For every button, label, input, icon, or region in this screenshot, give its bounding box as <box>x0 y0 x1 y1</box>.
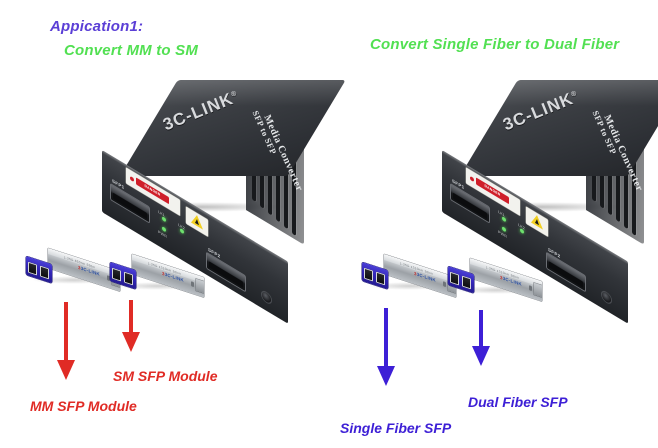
lc-bore-rx <box>462 275 471 290</box>
media-converter-right: 3C-LINK® SFP to SFP Media Converter SFP1… <box>436 76 658 324</box>
sfp-port-2[interactable] <box>206 251 246 293</box>
sfp-module-mm: 1.25G 850nm 550m 33C-LINK <box>26 242 122 292</box>
module-shadow <box>454 286 538 294</box>
arrow-shaft <box>384 308 388 366</box>
arrow-single-fiber-sfp <box>375 308 397 386</box>
dc-power-jack[interactable] <box>262 290 271 305</box>
lc-bore-rx <box>124 271 133 286</box>
module-body: 1.25G 1310nm 20km 33C-LINK <box>132 254 204 298</box>
module-edge-connector <box>534 282 542 298</box>
laser-dot-icon <box>469 175 474 182</box>
module-notch <box>191 281 194 288</box>
device-top-face: 3C-LINK® SFP to SFP Media Converter <box>120 80 346 193</box>
lc-bore-tx <box>28 261 37 276</box>
module-body: 1.25G 1310nm 20km 33C-LINK <box>384 254 456 298</box>
module-notch <box>529 285 532 292</box>
module-shadow <box>116 282 200 290</box>
arrow-head <box>122 332 140 352</box>
dc-power-jack[interactable] <box>602 290 611 305</box>
arrow-head <box>472 346 490 366</box>
arrow-head <box>377 366 395 386</box>
lc-bore-tx <box>450 271 459 286</box>
arrow-dual-fiber-sfp <box>470 310 492 366</box>
arrow-head <box>57 360 75 380</box>
device-top-face: 3C-LINK® SFP to SFP Media Converter <box>460 80 658 193</box>
right-section-title: Convert Single Fiber to Dual Fiber <box>370 36 620 53</box>
arrow-mm-sfp-module <box>55 302 77 380</box>
sfp-module-dual-fiber: 1.25G 1310nm 20km 33C-LINK <box>448 252 544 302</box>
sfp-module-sm: 1.25G 1310nm 20km 33C-LINK <box>110 248 206 298</box>
module-shadow <box>368 282 452 290</box>
arrow-shaft <box>64 302 68 360</box>
laser-dot-icon <box>129 175 134 182</box>
lc-bore-rx <box>376 271 385 286</box>
application-subtitle: Convert MM to SM <box>64 42 199 59</box>
arrow-shaft <box>129 300 133 332</box>
module-body: 1.25G 1310nm 20km 33C-LINK <box>470 258 542 302</box>
module-notch <box>443 281 446 288</box>
arrow-shaft <box>479 310 483 346</box>
arrow-sm-sfp-module <box>120 300 142 352</box>
module-shadow <box>32 276 116 284</box>
media-converter-left: 3C-LINK® SFP to SFP Media Converter SFP1… <box>96 76 346 324</box>
sfp-port-2[interactable] <box>546 251 586 293</box>
lc-bore-tx <box>112 267 121 282</box>
callout-mm-sfp-module: MM SFP Module <box>30 398 137 414</box>
module-edge-connector <box>196 278 204 294</box>
top-face-sheen <box>162 80 346 106</box>
callout-dual-fiber-sfp: Dual Fiber SFP <box>468 394 568 410</box>
application-label: Appication1: <box>50 18 144 35</box>
lc-bore-rx <box>40 265 49 280</box>
callout-sm-sfp-module: SM SFP Module <box>113 368 218 384</box>
sfp-module-single-fiber: 1.25G 1310nm 20km 33C-LINK <box>362 248 458 298</box>
lc-bore-tx <box>364 267 373 282</box>
callout-single-fiber-sfp: Single Fiber SFP <box>340 420 452 436</box>
